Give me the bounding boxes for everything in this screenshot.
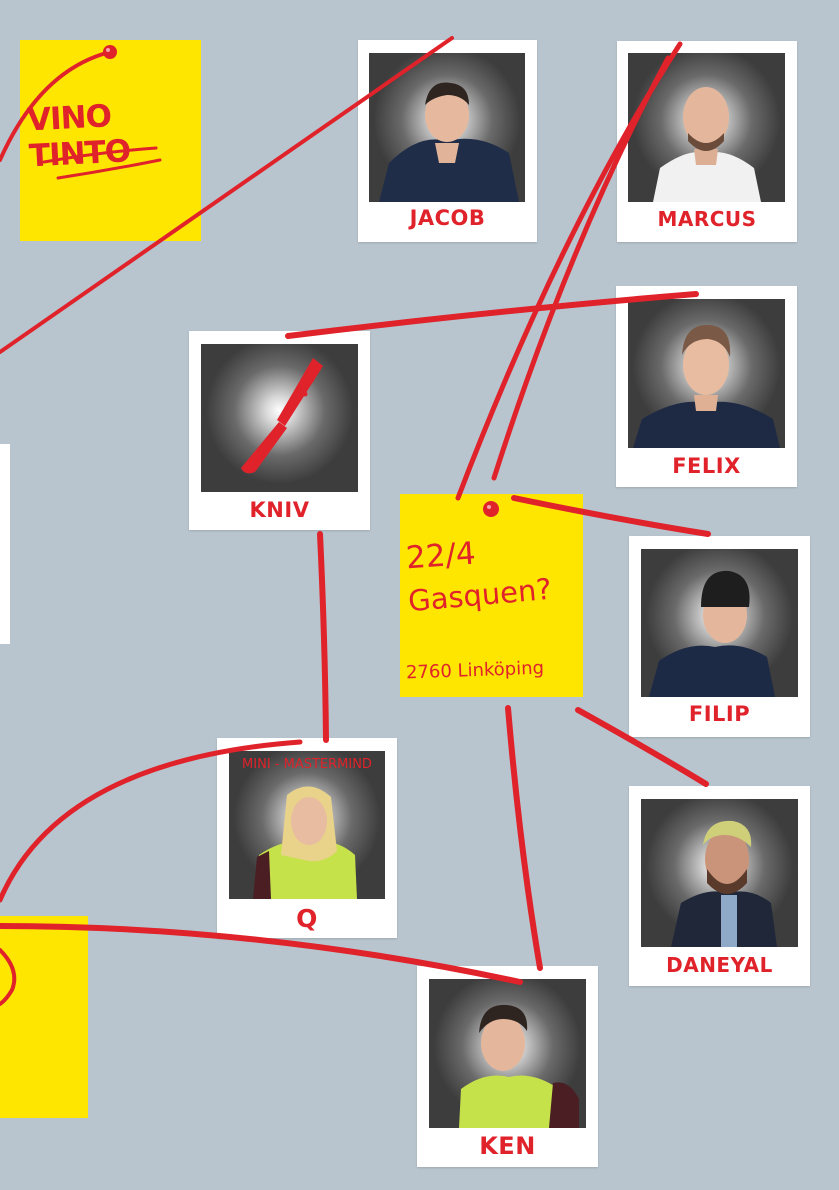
string-note-ken xyxy=(0,923,523,985)
felix-avatar-icon xyxy=(633,324,780,448)
daneyal-avatar-icon xyxy=(671,820,777,947)
marcus-label: MARCUS xyxy=(657,207,757,231)
polaroid-daneyal: DANEYAL xyxy=(629,786,810,986)
ken-photo xyxy=(429,979,586,1128)
string-kniv-q xyxy=(317,531,329,743)
jacob-label: JACOB xyxy=(409,206,486,230)
string-kniv-felix xyxy=(285,291,699,339)
string-heart xyxy=(0,948,17,1006)
q-photo: MINI - MASTERMIND xyxy=(229,751,385,899)
string-vino-pin xyxy=(0,50,112,162)
daneyal-photo xyxy=(641,799,798,947)
string-marcus-2 xyxy=(491,55,671,481)
q-avatar-icon xyxy=(253,786,357,899)
event-note: 22/4 Gasquen? 2760 Linköping xyxy=(400,494,583,697)
filip-avatar-icon xyxy=(649,570,775,697)
q-caption: MINI - MASTERMIND xyxy=(242,757,372,772)
string-event-daneyal xyxy=(575,707,709,787)
polaroid-ken: KEN xyxy=(417,966,598,1167)
partial-sticky-note xyxy=(0,916,88,1118)
vino-tinto-note: VINO TINTO xyxy=(20,40,201,241)
polaroid-kniv: KNIV xyxy=(189,331,370,530)
filip-label: FILIP xyxy=(688,702,751,726)
string-event-filip xyxy=(511,495,711,537)
kniv-photo xyxy=(201,344,358,492)
filip-photo xyxy=(641,549,798,697)
vino-underline-2 xyxy=(56,158,162,180)
string-left-loop xyxy=(0,739,303,903)
felix-label: FELIX xyxy=(672,454,741,478)
knife-icon xyxy=(241,358,323,474)
felix-photo xyxy=(628,299,785,448)
string-event-ken xyxy=(505,705,543,971)
q-label: Q xyxy=(296,904,318,933)
string-jacob xyxy=(0,36,454,354)
vino-underline-1 xyxy=(42,146,158,164)
marcus-photo xyxy=(628,53,785,202)
kniv-label: KNIV xyxy=(249,498,310,522)
jacob-avatar-icon xyxy=(379,82,519,202)
marcus-avatar-icon xyxy=(653,87,761,202)
pin-vino xyxy=(103,45,117,59)
polaroid-felix: FELIX xyxy=(616,286,797,487)
ken-avatar-icon xyxy=(459,1004,579,1128)
pin-event xyxy=(483,501,499,517)
polaroid-q: MINI - MASTERMIND Q xyxy=(217,738,397,938)
left-edge-paper xyxy=(0,444,10,644)
polaroid-filip: FILIP xyxy=(629,536,810,737)
polaroid-marcus: MARCUS xyxy=(617,41,797,242)
daneyal-label: DANEYAL xyxy=(666,953,773,977)
ken-label: KEN xyxy=(479,1132,536,1160)
